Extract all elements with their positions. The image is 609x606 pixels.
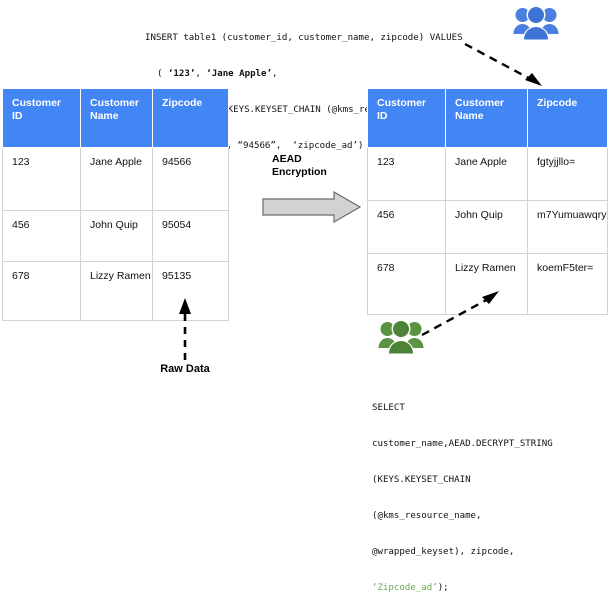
header-text-line2: Name — [455, 110, 484, 123]
select-statement: SELECT customer_name,AEAD.DECRYPT_STRING… — [372, 378, 553, 606]
insert-literal-customer-name: ‘Jane Apple’ — [206, 69, 272, 79]
select-line-1: SELECT — [372, 403, 405, 413]
cell-zipcode: koemF5ter= — [527, 253, 608, 315]
select-line-4: (@kms_resource_name, — [372, 511, 482, 521]
insert-literal-customer-id: ‘123’ — [167, 69, 196, 79]
insert-line-2: ( ‘123’, ‘Jane Apple’, — [157, 68, 463, 80]
cell-customer-name: Lizzy Ramen — [80, 261, 153, 321]
header-text-line1: Customer — [455, 97, 505, 109]
insert-line-2-mid: , — [195, 69, 207, 79]
cell-customer-id: 456 — [367, 200, 446, 254]
cell-zipcode: fgtyjjllo= — [527, 147, 608, 201]
cell-zipcode: 94566 — [152, 147, 229, 211]
insert-line-1: INSERT table1 (customer_id, customer_nam… — [145, 33, 463, 43]
insert-line-2-suffix: , — [271, 69, 278, 79]
cell-zipcode: 95054 — [152, 210, 229, 262]
header-text-line1: Customer — [377, 97, 427, 109]
dashed-arrow-up-icon — [179, 298, 191, 360]
cell-customer-name: Jane Apple — [445, 147, 528, 201]
header-text-line2: ID — [377, 110, 388, 123]
select-line-3: (KEYS.KEYSET_CHAIN — [372, 475, 471, 485]
table-row: 678 Lizzy Ramen koemF5ter= — [367, 253, 608, 315]
select-line-5: @wrapped_keyset), zipcode, — [372, 547, 515, 557]
table-row: 456 John Quip m7Yumuawqry — [367, 200, 608, 254]
dashed-arrow-down-right-icon — [464, 42, 542, 86]
table-row: 678 Lizzy Ramen 95135 — [2, 261, 229, 321]
cell-customer-name: Lizzy Ramen — [445, 253, 528, 315]
cell-customer-name: John Quip — [445, 200, 528, 254]
header-text-line1: Customer — [90, 97, 140, 109]
header-text-line1: Customer — [12, 97, 62, 109]
people-group-icon-green — [378, 319, 424, 354]
aead-label-line1: AEAD — [272, 153, 302, 165]
cell-customer-id: 123 — [367, 147, 446, 201]
dashed-arrow-up-right-icon — [421, 291, 499, 337]
header-text-line2: ID — [12, 110, 23, 123]
cell-customer-id: 456 — [2, 210, 81, 262]
cell-customer-name: Jane Apple — [80, 147, 153, 211]
column-header-zipcode: Zipcode — [152, 88, 229, 148]
people-group-icon-blue — [513, 5, 559, 40]
raw-data-label: Raw Data — [160, 363, 210, 375]
insert-line-2-prefix: ( — [157, 69, 168, 79]
aead-encryption-label: AEAD Encryption — [272, 153, 327, 180]
block-arrow-right-icon — [262, 191, 361, 223]
table-row: 123 Jane Apple fgtyjjllo= — [367, 147, 608, 201]
header-text-line1: Zipcode — [162, 97, 203, 109]
select-line-6-suffix: ); — [437, 583, 449, 593]
aead-label-line2: Encryption — [272, 166, 327, 179]
table-row: 456 John Quip 95054 — [2, 210, 229, 262]
cell-zipcode: 95135 — [152, 261, 229, 321]
cell-customer-id: 678 — [367, 253, 446, 315]
select-line-6: ‘Zipcode_ad’); — [372, 582, 553, 594]
column-header-zipcode: Zipcode — [527, 88, 608, 148]
header-text-line1: Zipcode — [537, 97, 578, 109]
select-literal-zipcode-ad: ‘Zipcode_ad’ — [372, 583, 438, 593]
cell-customer-id: 678 — [2, 261, 81, 321]
cell-customer-name: John Quip — [80, 210, 153, 262]
cell-zipcode: m7Yumuawqry — [527, 200, 608, 254]
table-row: 123 Jane Apple 94566 — [2, 147, 229, 211]
cell-customer-id: 123 — [2, 147, 81, 211]
select-line-2: customer_name,AEAD.DECRYPT_STRING — [372, 439, 553, 449]
header-text-line2: Name — [90, 110, 119, 123]
